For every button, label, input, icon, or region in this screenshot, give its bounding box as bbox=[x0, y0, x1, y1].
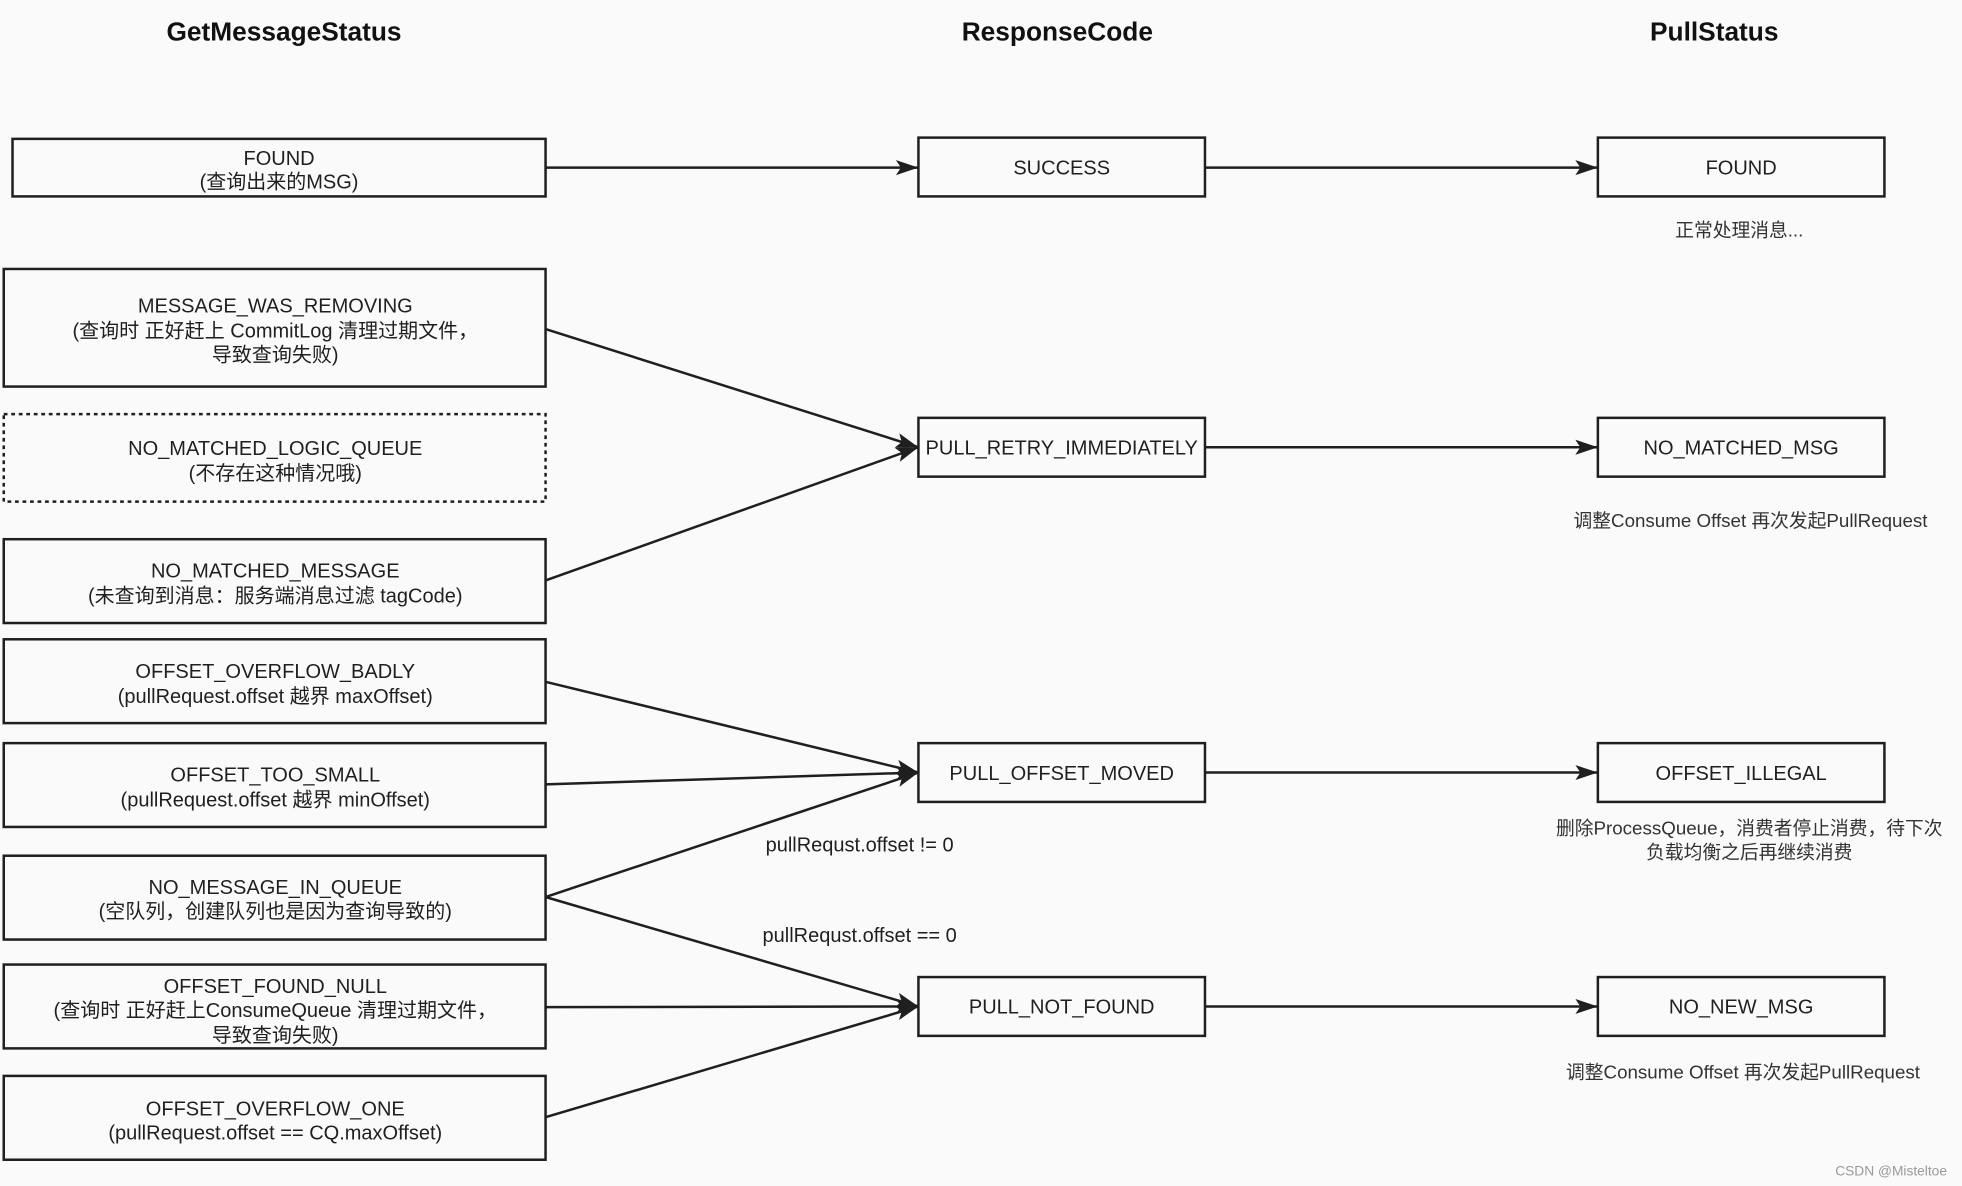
node-label: OFFSET_FOUND_NULL bbox=[164, 976, 387, 998]
node-box bbox=[11, 137, 547, 198]
get-message-status-node-offset-found-null: OFFSET_FOUND_NULL (查询时 正好赶上ConsumeQueue … bbox=[2, 963, 547, 1050]
node-label: FOUND bbox=[243, 148, 314, 170]
node-box bbox=[2, 537, 547, 625]
get-message-status-node-no-message-in-queue: NO_MESSAGE_IN_QUEUE (空队列，创建队列也是因为查询导致的) bbox=[2, 854, 547, 941]
get-message-status-node-offset-overflow-one: OFFSET_OVERFLOW_ONE (pullRequest.offset … bbox=[2, 1074, 547, 1161]
node-box bbox=[2, 854, 547, 941]
node-label: OFFSET_ILLEGAL bbox=[1656, 763, 1827, 785]
response-code-node-pull-not-found: PULL_NOT_FOUND bbox=[917, 975, 1207, 1038]
node-label: OFFSET_OVERFLOW_ONE bbox=[146, 1099, 405, 1121]
pull-status-node-found: FOUND 正常处理消息... bbox=[1596, 136, 1886, 241]
get-message-status-node-offset-overflow-badly: OFFSET_OVERFLOW_BADLY (pullRequest.offse… bbox=[2, 638, 547, 725]
watermark: CSDN @Misteltoe bbox=[1835, 1163, 1947, 1178]
edge-no-matched-message-to-pull-retry bbox=[545, 446, 919, 582]
get-message-status-node-message-was-removing: MESSAGE_WAS_REMOVING (查询时 正好赶上 CommitLog… bbox=[2, 267, 547, 388]
node-description: (不存在这种情况哦) bbox=[189, 462, 362, 485]
node-description: (未查询到消息：服务端消息过滤 tagCode) bbox=[88, 585, 463, 608]
node-box bbox=[917, 975, 1207, 1038]
node-box bbox=[2, 741, 547, 829]
response-code-node-pull-offset-moved: PULL_OFFSET_MOVED bbox=[917, 741, 1207, 804]
edge-no-message-in-queue-to-pull-not-found bbox=[545, 895, 919, 1008]
node-label: PULL_RETRY_IMMEDIATELY bbox=[926, 438, 1198, 460]
node-note: 调整Consume Offset 再次发起PullRequest bbox=[1566, 1062, 1921, 1083]
node-label: PULL_NOT_FOUND bbox=[969, 997, 1155, 1019]
node-box bbox=[917, 741, 1207, 804]
edge-offset-too-small-to-pull-offset-moved bbox=[545, 765, 919, 786]
node-label: NO_MESSAGE_IN_QUEUE bbox=[149, 877, 402, 899]
node-box bbox=[917, 136, 1207, 198]
edge-offset-found-null-to-pull-not-found bbox=[545, 999, 919, 1015]
node-description: (pullRequest.offset == CQ.maxOffset) bbox=[108, 1122, 442, 1144]
node-label: MESSAGE_WAS_REMOVING bbox=[138, 296, 413, 318]
node-label: OFFSET_TOO_SMALL bbox=[170, 765, 380, 787]
edge-message-was-removing-to-pull-retry bbox=[545, 327, 919, 449]
node-note: 删除ProcessQueue，消费者停止消费，待下次 bbox=[1556, 818, 1943, 839]
node-note: 调整Consume Offset 再次发起PullRequest bbox=[1574, 510, 1929, 531]
node-description: 导致查询失败) bbox=[212, 343, 339, 366]
node-description: (pullRequest.offset 越界 maxOffset) bbox=[118, 685, 433, 708]
node-label: PULL_OFFSET_MOVED bbox=[949, 763, 1174, 785]
node-description: (查询时 正好赶上 CommitLog 清理过期文件， bbox=[72, 320, 478, 343]
edges bbox=[545, 160, 1598, 1119]
node-label: NO_MATCHED_MESSAGE bbox=[151, 561, 400, 583]
get-message-status-node-offset-too-small: OFFSET_TOO_SMALL (pullRequest.offset 越界 … bbox=[2, 741, 547, 829]
node-box bbox=[2, 267, 547, 388]
node-box-dashed bbox=[2, 412, 547, 503]
pull-status-node-no-new-msg: NO_NEW_MSG 调整Consume Offset 再次发起PullRequ… bbox=[1566, 975, 1921, 1083]
node-box bbox=[2, 638, 547, 725]
node-description: (查询出来的MSG) bbox=[200, 171, 359, 194]
column-header-response-code: ResponseCode bbox=[962, 16, 1153, 46]
node-description: (pullRequest.offset 越界 minOffset) bbox=[121, 789, 430, 812]
edge-label-offset-zero: pullRequst.offset == 0 bbox=[763, 925, 957, 947]
node-label: SUCCESS bbox=[1013, 157, 1110, 179]
edge-label-offset-not-zero: pullRequst.offset != 0 bbox=[766, 835, 954, 857]
response-code-node-pull-retry-immediately: PULL_RETRY_IMMEDIATELY bbox=[917, 416, 1207, 478]
edge-offset-overflow-badly-to-pull-offset-moved bbox=[545, 680, 919, 775]
node-box bbox=[917, 416, 1207, 478]
node-box bbox=[1596, 741, 1886, 804]
edge-offset-overflow-one-to-pull-not-found bbox=[545, 1005, 919, 1119]
node-note: 正常处理消息... bbox=[1675, 220, 1803, 241]
get-message-status-node-found: FOUND (查询出来的MSG) bbox=[11, 137, 547, 198]
node-box bbox=[1596, 136, 1886, 198]
node-box bbox=[1596, 975, 1886, 1038]
pull-status-node-no-matched-msg: NO_MATCHED_MSG 调整Consume Offset 再次发起Pull… bbox=[1574, 416, 1929, 531]
node-note: 负载均衡之后再继续消费 bbox=[1646, 841, 1852, 862]
edge-no-message-in-queue-to-pull-offset-moved bbox=[545, 771, 919, 899]
node-description: (空队列，创建队列也是因为查询导致的) bbox=[99, 900, 452, 923]
node-box bbox=[1596, 416, 1886, 478]
get-message-status-node-no-matched-message: NO_MATCHED_MESSAGE (未查询到消息：服务端消息过滤 tagCo… bbox=[2, 537, 547, 625]
node-label: NO_MATCHED_LOGIC_QUEUE bbox=[128, 438, 422, 460]
pull-status-node-offset-illegal: OFFSET_ILLEGAL 删除ProcessQueue，消费者停止消费，待下… bbox=[1556, 741, 1943, 862]
column-header-get-message-status: GetMessageStatus bbox=[167, 16, 402, 46]
get-message-status-node-no-matched-logic-queue: NO_MATCHED_LOGIC_QUEUE (不存在这种情况哦) bbox=[2, 412, 547, 503]
column-header-pull-status: PullStatus bbox=[1650, 16, 1778, 46]
node-box bbox=[2, 1074, 547, 1161]
node-label: OFFSET_OVERFLOW_BADLY bbox=[135, 661, 415, 683]
node-box bbox=[2, 963, 547, 1050]
node-label: FOUND bbox=[1706, 157, 1777, 179]
node-description: (查询时 正好赶上ConsumeQueue 清理过期文件， bbox=[54, 999, 497, 1022]
node-label: NO_MATCHED_MSG bbox=[1644, 438, 1839, 460]
node-label: NO_NEW_MSG bbox=[1669, 997, 1813, 1019]
node-description: 导致查询失败) bbox=[212, 1024, 339, 1047]
response-code-node-success: SUCCESS bbox=[917, 136, 1207, 198]
